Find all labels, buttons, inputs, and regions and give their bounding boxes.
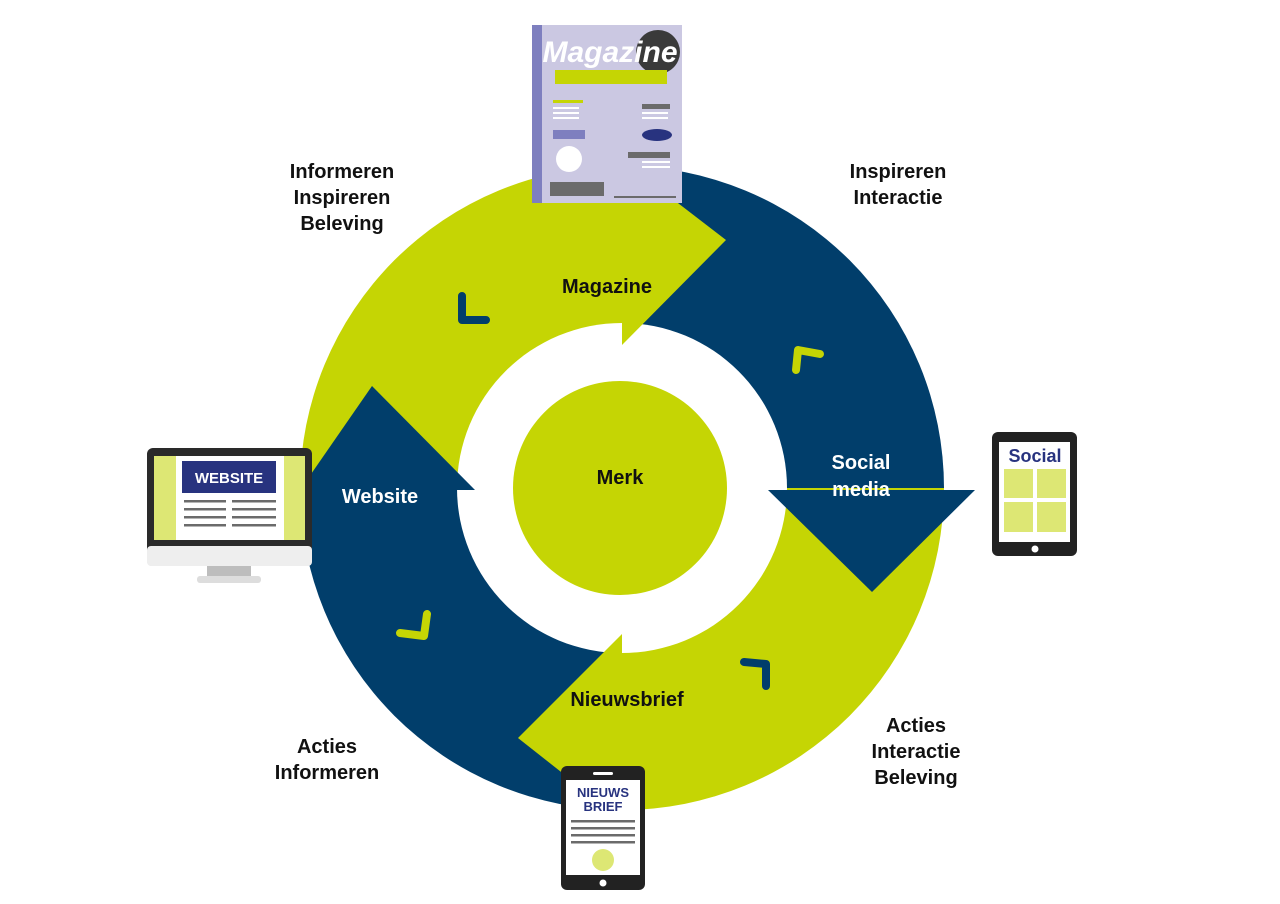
outer-label-top-right-line1: Inspireren	[849, 161, 947, 183]
arrow-social	[768, 490, 975, 592]
outer-label-bottom-left-line1: Acties	[296, 736, 358, 758]
phone-icon: NIEUWS BRIEF	[561, 766, 645, 890]
chevron-mark-bottom-left	[396, 610, 431, 640]
outer-label-bottom-right-line2: Interactie	[871, 741, 961, 763]
outer-label-top-left: Informeren Inspireren Beleving	[262, 159, 422, 237]
monitor-icon-title: WEBSITE	[195, 470, 263, 487]
outer-label-bottom-left-line2: Informeren	[274, 762, 380, 784]
segment-label-website: Website	[341, 486, 419, 508]
outer-label-top-left-line2: Inspireren	[293, 187, 391, 209]
outer-label-bottom-right-line1: Acties	[885, 715, 947, 737]
segment-label-nieuwsbrief: Nieuwsbrief	[570, 689, 684, 711]
center-circle	[513, 381, 727, 595]
outer-label-top-left-line1: Informeren	[289, 161, 395, 183]
outer-label-top-right-line2: Interactie	[853, 187, 943, 209]
arrow-magazine	[622, 160, 726, 345]
segment-label-social: Social media	[806, 450, 916, 504]
monitor-icon: WEBSITE	[147, 448, 312, 583]
outer-label-bottom-right-line3: Beleving	[874, 767, 958, 789]
arrow-website	[300, 386, 475, 490]
outer-label-top-left-line3: Beleving	[300, 213, 384, 235]
segment-label-magazine: Magazine	[561, 276, 653, 298]
segment-label-social-line1: Social	[831, 452, 891, 474]
tablet-icon-title: Social	[1008, 446, 1061, 466]
segment-label-social-line2: media	[832, 479, 890, 501]
phone-icon-title-line1: NIEUWS	[577, 785, 629, 800]
chevron-mark-bottom-right	[740, 658, 770, 690]
magazine-icon-title: Magazine	[542, 36, 677, 69]
chevron-mark-top-left	[458, 292, 490, 324]
tablet-icon: Social	[992, 432, 1077, 556]
chevron-mark-top-right	[792, 346, 824, 374]
magazine-icon: Magazine	[532, 25, 682, 203]
outer-label-bottom-right: Acties Interactie Beleving	[836, 713, 996, 791]
outer-label-bottom-left: Acties Informeren	[247, 734, 407, 786]
outer-label-top-right: Inspireren Interactie	[818, 159, 978, 211]
center-label: Merk	[596, 467, 644, 489]
phone-icon-title-line2: BRIEF	[584, 799, 623, 814]
